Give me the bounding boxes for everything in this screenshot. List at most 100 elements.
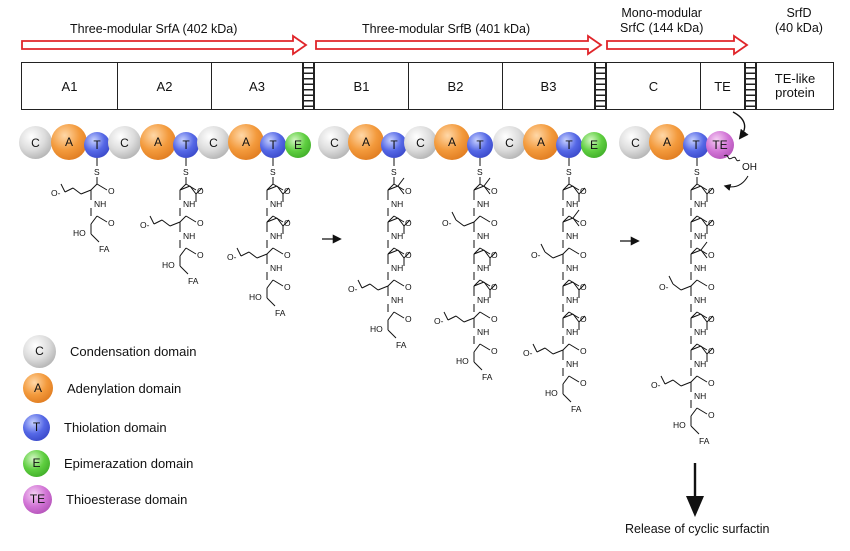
bond bbox=[96, 183, 108, 191]
nh-label: NH bbox=[694, 231, 706, 241]
oxygen-label: O bbox=[708, 282, 715, 292]
bond bbox=[700, 217, 708, 227]
bond bbox=[169, 221, 181, 227]
legend-item-epimerization: E Epimerazation domain bbox=[23, 449, 193, 477]
module-c: C bbox=[606, 62, 700, 110]
bond bbox=[706, 219, 714, 227]
nh-label: NH bbox=[477, 199, 489, 209]
nh-label: NH bbox=[694, 359, 706, 369]
srfa-arrow bbox=[21, 34, 308, 56]
bond bbox=[397, 185, 405, 195]
domain-t-2: T bbox=[173, 132, 199, 158]
oxygen-label: O bbox=[197, 186, 204, 196]
module-te: TE bbox=[700, 62, 745, 110]
bond bbox=[668, 275, 674, 285]
domain-t-4: T bbox=[381, 132, 407, 158]
fatty-acid-label: FA bbox=[396, 340, 407, 350]
fatty-acid-label: FA bbox=[482, 372, 493, 382]
bond bbox=[544, 251, 554, 259]
legend-item-thioesterase: TE Thioesterase domain bbox=[23, 484, 188, 514]
bond bbox=[463, 317, 475, 323]
bond bbox=[189, 185, 197, 195]
bond bbox=[90, 215, 98, 225]
legend-adenylation-label: Adenylation domain bbox=[67, 380, 182, 396]
oxygen-label: O bbox=[108, 218, 115, 228]
srfa-header: Three-modular SrfA (402 kDa) bbox=[70, 22, 238, 36]
bond bbox=[266, 247, 274, 255]
bond bbox=[195, 187, 203, 195]
te-like-line1: TE-like bbox=[774, 71, 816, 86]
bond bbox=[552, 253, 564, 259]
domain-t-3: T bbox=[260, 132, 286, 158]
bond bbox=[483, 249, 491, 259]
oxygen-label: O bbox=[491, 314, 498, 324]
module-a3: A3 bbox=[211, 62, 303, 110]
bond bbox=[680, 381, 692, 387]
bond bbox=[562, 185, 574, 191]
bond bbox=[690, 247, 698, 255]
bond bbox=[272, 279, 284, 287]
bond bbox=[282, 219, 290, 227]
bond bbox=[489, 251, 497, 259]
sulfur-label: S bbox=[391, 167, 397, 177]
legend-thioesterase-label: Thioesterase domain bbox=[66, 491, 188, 507]
nh-label: NH bbox=[566, 295, 578, 305]
oxygen-label: O bbox=[197, 250, 204, 260]
module-b2: B2 bbox=[408, 62, 502, 110]
sulfur-label: S bbox=[566, 167, 572, 177]
oxygen-label: O bbox=[491, 218, 498, 228]
bond bbox=[179, 265, 189, 275]
bond bbox=[387, 183, 395, 191]
bond bbox=[690, 185, 702, 191]
hydroxyl-label: HO bbox=[545, 388, 558, 398]
domain-a-2: A bbox=[140, 124, 176, 160]
bond bbox=[451, 211, 457, 221]
bond bbox=[179, 247, 187, 257]
bond bbox=[690, 217, 702, 223]
bond bbox=[562, 311, 570, 319]
bond bbox=[562, 183, 570, 191]
bond bbox=[690, 215, 698, 223]
linker-cd bbox=[745, 62, 756, 110]
domain-a-5: A bbox=[434, 124, 470, 160]
te-curved-arrow-top bbox=[732, 111, 749, 140]
nh-label: NH bbox=[391, 199, 403, 209]
bond bbox=[479, 215, 491, 223]
bond bbox=[706, 347, 714, 355]
domain-a-6: A bbox=[523, 124, 559, 160]
bond bbox=[473, 281, 485, 287]
bond bbox=[64, 187, 74, 193]
domain-c-4: C bbox=[318, 126, 351, 159]
oxygen-label: O bbox=[405, 282, 412, 292]
nh-label: NH bbox=[694, 199, 706, 209]
nh-label: NH bbox=[183, 199, 195, 209]
bond bbox=[483, 185, 491, 195]
release-label: Release of cyclic surfactin bbox=[625, 522, 770, 536]
fatty-acid-label: FA bbox=[188, 276, 199, 286]
domain-t-1: T bbox=[84, 132, 110, 158]
oxygen-label: O bbox=[708, 346, 715, 356]
bond bbox=[696, 279, 708, 287]
bond bbox=[179, 183, 187, 191]
module-a1: A1 bbox=[21, 62, 117, 110]
bond bbox=[664, 379, 674, 385]
nh-label: NH bbox=[566, 327, 578, 337]
carboxylate-label: O- bbox=[51, 188, 61, 198]
bond bbox=[562, 281, 574, 287]
legend-condensation-label: Condensation domain bbox=[70, 343, 197, 359]
bond bbox=[403, 251, 411, 259]
oxygen-label: O bbox=[580, 186, 587, 196]
nh-label: NH bbox=[566, 263, 578, 273]
nh-label: NH bbox=[694, 327, 706, 337]
oxygen-label: O bbox=[405, 250, 412, 260]
bond bbox=[387, 247, 395, 255]
linker-ab bbox=[303, 62, 314, 110]
bond bbox=[96, 215, 108, 223]
hydroxyl-label: HO bbox=[370, 324, 383, 334]
bond bbox=[572, 185, 580, 195]
fatty-acid-label: FA bbox=[699, 436, 710, 446]
bond bbox=[572, 281, 580, 291]
srfc-header-line2: SrfC (144 kDa) bbox=[620, 21, 704, 35]
bond bbox=[690, 345, 702, 351]
legend-item-condensation: C Condensation domain bbox=[23, 334, 197, 368]
